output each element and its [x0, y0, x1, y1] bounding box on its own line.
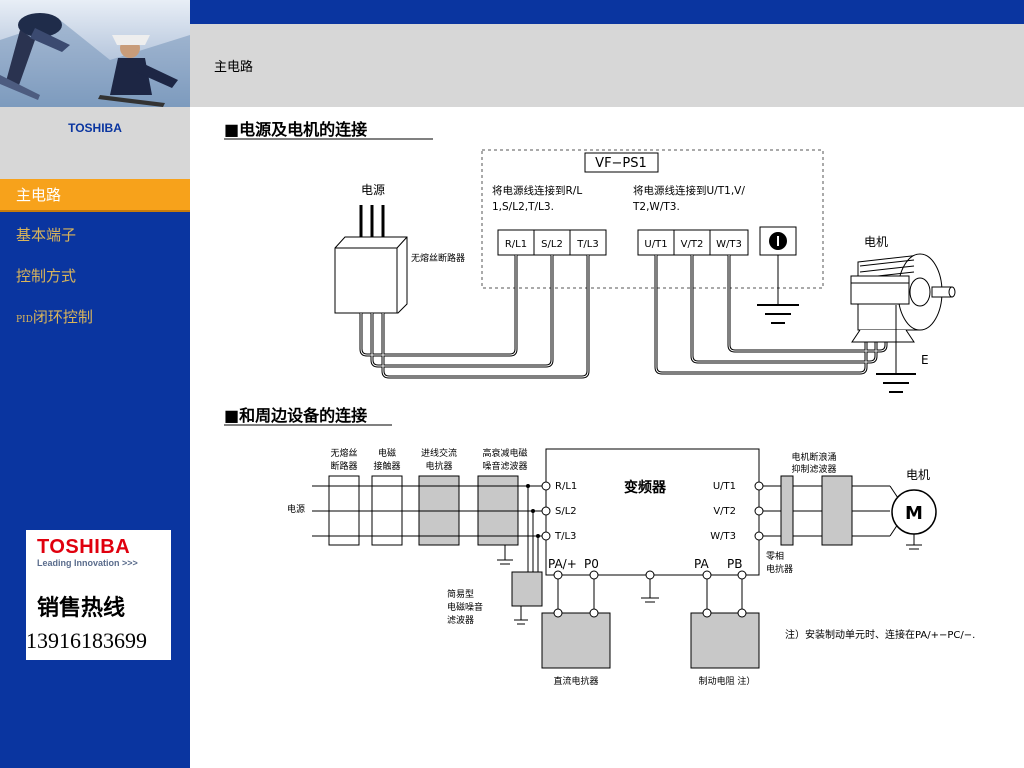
nav-item-label: 主电路	[16, 186, 62, 204]
breaker-box	[334, 236, 408, 314]
motor-label: 电机	[864, 235, 888, 249]
input-note-line2: 1,S/L2,T/L3.	[492, 201, 554, 213]
device-label: 进线交流	[421, 447, 457, 459]
power-label: 电源	[361, 183, 385, 197]
terminal-label: P0	[584, 557, 599, 571]
section-heading: ■和周边设备的连接	[224, 406, 367, 425]
brand-name: TOSHIBA	[68, 121, 122, 135]
terminal-w-t3	[709, 229, 749, 256]
nav-item-main-circuit[interactable]: 主电路	[0, 179, 190, 212]
nav-item-control-method[interactable]: 控制方式	[0, 260, 190, 292]
device-label: 断路器	[330, 460, 357, 472]
section-heading: ■电源及电机的连接	[224, 120, 367, 139]
terminal-label: V/T2	[713, 506, 736, 517]
model-name: VF−PS1	[595, 156, 647, 171]
terminal-label: R/L1	[505, 239, 527, 250]
terminal-label: PA	[694, 557, 709, 571]
output-note-line1: 将电源线连接到U/T1,V/	[633, 184, 745, 197]
terminal-label: R/L1	[555, 481, 577, 492]
sales-hotline-badge: TOSHIBA Leading Innovation >>> 销售热线 1391…	[26, 530, 171, 660]
footnote: 注）安装制动单元时、连接在PA/+−PC/−.	[785, 628, 975, 641]
dc-reactor-device	[541, 612, 611, 669]
terminal-label: U/T1	[713, 481, 736, 492]
badge-phone-number: 13916183699	[26, 628, 147, 653]
motor-icon	[850, 253, 956, 343]
peripheral-diagram: ■和周边设备的连接 无熔丝 断路器 电磁 接触器 进线交流 电抗器 高衰减电磁 …	[224, 406, 975, 687]
surge-filter-label: 电机断浪涌	[791, 451, 836, 463]
terminal-label: T/L3	[576, 239, 598, 250]
terminal-u-t1	[637, 229, 675, 256]
brake-resistor-device	[690, 612, 760, 669]
badge-hotline-label: 销售热线	[37, 595, 126, 621]
power-label: 电源	[287, 503, 305, 515]
page-title: 主电路	[214, 60, 254, 75]
terminal-label: PA/+	[548, 557, 577, 571]
header-photo	[0, 0, 190, 107]
terminal-label: S/L2	[541, 239, 563, 250]
device-label: 电抗器	[425, 460, 452, 472]
simple-filter-label: 简易型	[447, 588, 474, 600]
surge-filter-label: 抑制滤波器	[791, 463, 836, 475]
inverter-label: 变频器	[624, 479, 667, 496]
power-motor-diagram: ■电源及电机的连接 VF−PS1 电源 无熔丝断路器 将电源线连接到R/L 1,…	[224, 120, 956, 393]
zero-phase-reactor-device	[780, 475, 794, 546]
nav-item-label: 控制方式	[16, 267, 77, 285]
brand-panel: TOSHIBA	[0, 107, 190, 179]
zero-phase-label: 电抗器	[766, 563, 793, 575]
terminal-s-l2	[533, 229, 571, 256]
terminal-label: T/L3	[554, 531, 576, 542]
model-box	[584, 152, 659, 173]
simple-filter-device	[511, 571, 543, 607]
terminal-label: U/T1	[644, 239, 667, 250]
terminal-label: V/T2	[681, 239, 704, 250]
device-label: 电磁	[378, 447, 396, 459]
nav-item-pid-control[interactable]: PID闭环控制	[0, 301, 190, 333]
nav-item-prefix: PID	[16, 315, 33, 325]
dc-reactor-label: 直流电抗器	[553, 675, 598, 687]
brake-resistor-label: 制动电阻 注）	[699, 675, 756, 687]
simple-filter-label: 电磁噪音	[447, 601, 483, 613]
earth-label: E	[921, 353, 929, 367]
badge-slogan: Leading Innovation >>>	[37, 558, 138, 568]
page-header: 主电路	[190, 24, 1024, 107]
wiring-diagrams: ■电源及电机的连接 VF−PS1 电源 无熔丝断路器 将电源线连接到R/L 1,…	[224, 120, 975, 687]
breaker-label: 无熔丝断路器	[411, 252, 465, 264]
zero-phase-label: 零相	[766, 550, 784, 562]
output-note-line2: T2,W/T3.	[632, 201, 680, 213]
sidebar: TOSHIBA 主电路 基本端子 控制方式 PID闭环控制 TOSHIBA Le…	[0, 0, 190, 768]
motor-label: 电机	[906, 468, 930, 482]
inverter-box	[545, 448, 760, 576]
top-bar	[190, 0, 1024, 24]
nav-item-label: 基本端子	[16, 226, 77, 244]
device-label: 接触器	[373, 460, 400, 472]
motor-symbol: M	[905, 503, 923, 524]
terminal-label: W/T3	[716, 239, 742, 250]
input-note-line1: 将电源线连接到R/L	[492, 184, 582, 197]
nav-item-label: 闭环控制	[32, 308, 93, 326]
surge-filter-device	[821, 475, 853, 546]
terminal-label: S/L2	[555, 506, 577, 517]
nav-item-basic-terminals[interactable]: 基本端子	[0, 219, 190, 251]
simple-filter-label: 滤波器	[447, 614, 474, 626]
terminal-label: PB	[727, 557, 742, 571]
device-label: 噪音滤波器	[482, 460, 527, 472]
device-label: 高衰减电磁	[482, 447, 527, 459]
skaters-photo	[0, 13, 190, 107]
badge-brand-logo: TOSHIBA	[37, 536, 131, 558]
inverter-boundary	[481, 149, 824, 289]
device-label: 无熔丝	[330, 447, 357, 459]
terminal-label: W/T3	[710, 531, 736, 542]
